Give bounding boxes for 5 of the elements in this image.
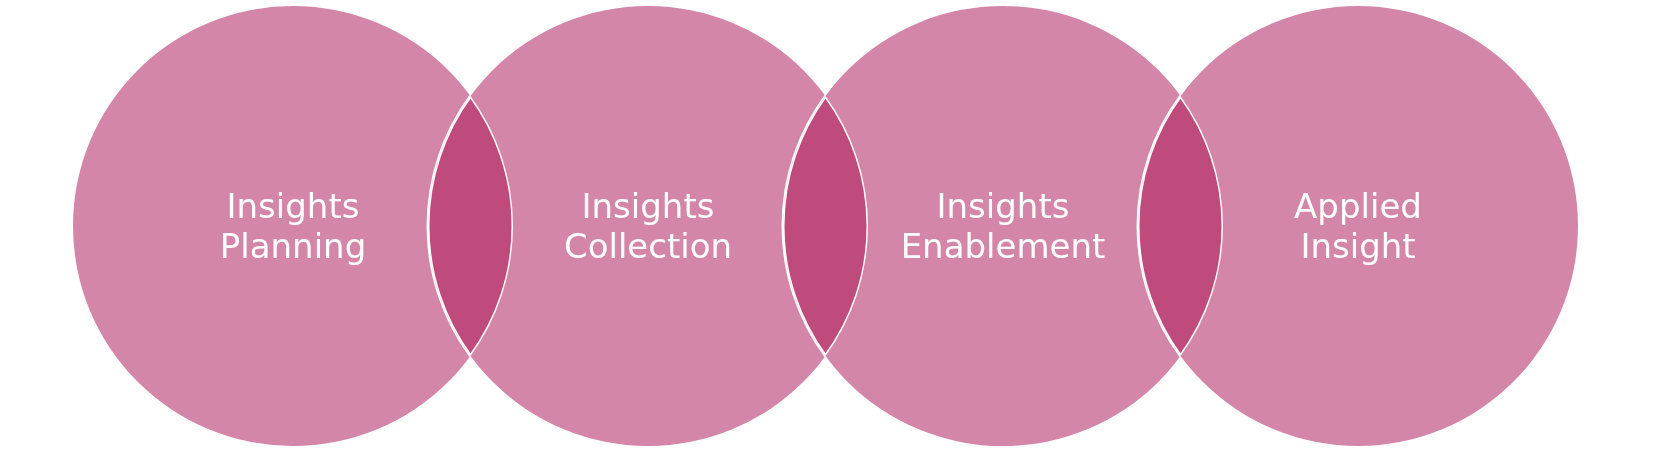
stage-label: Insights Collection [562,186,734,266]
stage-label: Applied Insight [1293,186,1423,266]
stage-circle [73,6,515,446]
stage-label: Insights Planning [218,186,368,266]
stage-label: Insights Enablement [899,186,1107,266]
